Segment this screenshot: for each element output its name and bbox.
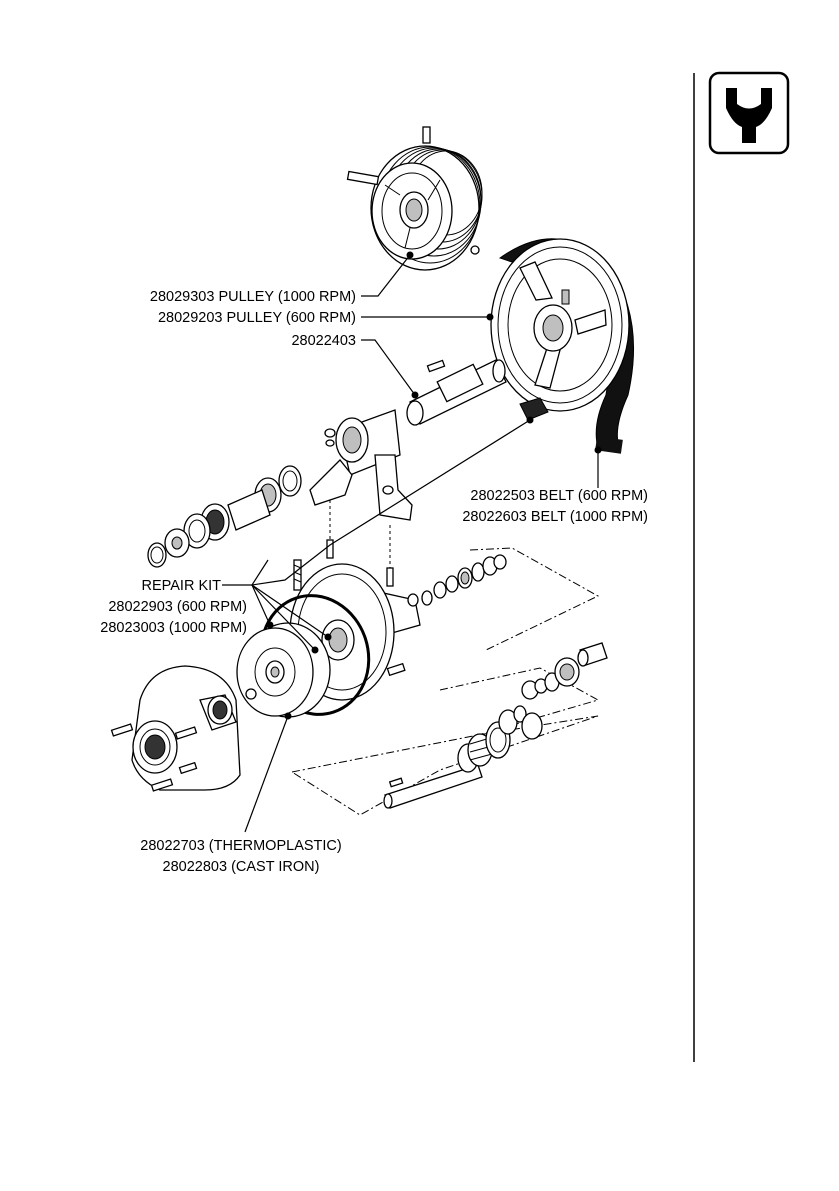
bearing-stack (148, 466, 301, 567)
wrench-icon (710, 73, 788, 153)
lower-shaft-assembly (384, 643, 607, 808)
bearing-pedestal (310, 410, 412, 575)
pump-cover (112, 666, 240, 791)
large-pulley-with-belt (491, 239, 634, 454)
label-belt-600: 28022503 BELT (600 RPM) (470, 488, 648, 504)
impeller (237, 623, 330, 717)
small-pulley (348, 127, 482, 270)
label-shaft: 28022403 (291, 333, 356, 349)
label-repair-kit: REPAIR KIT (142, 578, 222, 594)
label-impeller-iron: 28022803 (CAST IRON) (163, 859, 320, 875)
label-repair-600: 28022903 (600 RPM) (108, 599, 247, 615)
label-belt-1000: 28022603 BELT (1000 RPM) (462, 509, 648, 525)
label-impeller-thermo: 28022703 (THERMOPLASTIC) (140, 838, 341, 854)
drive-shaft (407, 360, 506, 425)
label-pulley-1000: 28029303 PULLEY (1000 RPM) (150, 289, 356, 305)
seal-parts (408, 555, 506, 606)
label-pulley-600: 28029203 PULLEY (600 RPM) (158, 310, 356, 326)
label-repair-1000: 28023003 (1000 RPM) (100, 620, 247, 636)
